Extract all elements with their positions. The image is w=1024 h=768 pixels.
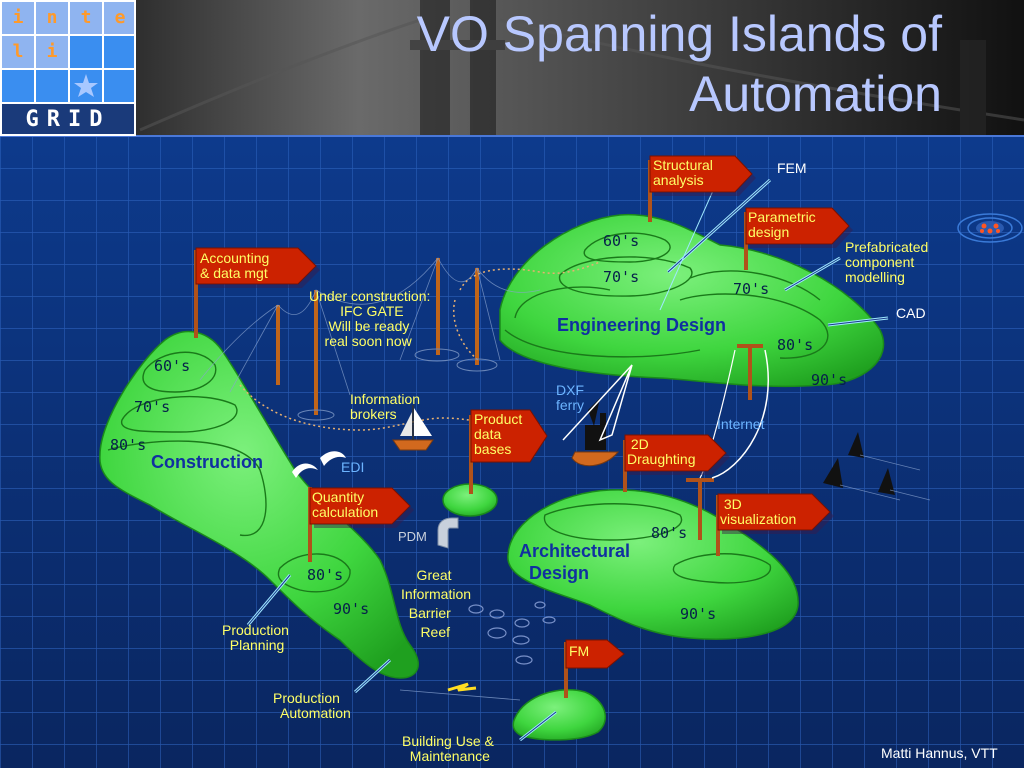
era-label: 70's bbox=[733, 280, 770, 298]
logo-letter: e bbox=[114, 7, 126, 28]
logo-letter: t bbox=[80, 7, 92, 28]
era-label: 80's bbox=[110, 436, 147, 454]
flag-accounting: Accounting & data mgt bbox=[200, 250, 270, 281]
era-label: 80's bbox=[307, 566, 344, 584]
bridge-silhouette bbox=[139, 0, 1024, 136]
era-label: 80's bbox=[651, 524, 688, 542]
engineering-island bbox=[499, 213, 885, 388]
flag-structural-analysis: Structural analysis bbox=[653, 157, 713, 188]
bridge-cables bbox=[199, 257, 541, 396]
dotted-route bbox=[239, 384, 501, 431]
label-great-information-barrier-reef: Great Information Barrier Reef bbox=[401, 567, 472, 640]
page-title: VO Spanning Islands of Automation bbox=[416, 6, 942, 122]
flag-fm: FM bbox=[569, 643, 590, 659]
label-fem: FEM bbox=[777, 160, 807, 176]
reef-icon bbox=[468, 601, 556, 665]
era-label: 80's bbox=[777, 336, 814, 354]
era-label: 70's bbox=[134, 398, 171, 416]
label-edi: EDI bbox=[341, 459, 365, 475]
label-building-use: Building Use & Maintenance bbox=[402, 733, 494, 764]
label-production-automation: Production Automation bbox=[273, 690, 351, 721]
lightning-icon bbox=[447, 682, 477, 692]
label-dxf-ferry: DXF ferry bbox=[556, 382, 584, 413]
label-internet: Internet bbox=[717, 416, 765, 432]
era-label: 60's bbox=[154, 357, 191, 375]
flag-quantity-calculation: Quantity calculation bbox=[312, 489, 379, 520]
era-label: 90's bbox=[811, 371, 848, 389]
logo-grid-text: GRID bbox=[25, 107, 111, 132]
logo bbox=[0, 0, 136, 136]
shark-fin-icon bbox=[823, 432, 895, 495]
flag-2d-draughting: 2D Draughting bbox=[627, 436, 696, 467]
island-name-architectural: Architectural Design bbox=[519, 541, 631, 583]
label-prefabricated: Prefabricated component modelling bbox=[845, 239, 929, 285]
pdm-pipe-icon bbox=[437, 517, 459, 549]
logo-letter: l bbox=[12, 41, 24, 62]
logo-letter: i bbox=[46, 41, 58, 62]
credit-text: Matti Hannus, VTT bbox=[881, 745, 998, 761]
internet-pole bbox=[686, 344, 770, 540]
flag-product-data-bases: Product data bases bbox=[474, 411, 523, 457]
island-name-engineering: Engineering Design bbox=[557, 315, 727, 335]
island-name-construction: Construction bbox=[151, 452, 263, 472]
label-cad: CAD bbox=[896, 305, 926, 321]
label-pdm: PDM bbox=[398, 529, 427, 544]
ferry-icon bbox=[562, 364, 633, 467]
era-label: 60's bbox=[603, 232, 640, 250]
bird-icon bbox=[292, 451, 346, 478]
sailboat-icon bbox=[392, 405, 434, 451]
logo-letter: i bbox=[12, 7, 24, 28]
bridge-towers bbox=[276, 258, 479, 415]
label-production-planning: Production Planning bbox=[222, 622, 289, 653]
target-icon bbox=[957, 213, 1023, 243]
era-label: 70's bbox=[603, 268, 640, 286]
flag-banners bbox=[195, 155, 850, 669]
construction-island bbox=[99, 330, 419, 679]
flag-shadows bbox=[200, 174, 853, 534]
label-under-construction: Under construction: IFC GATE Will be rea… bbox=[309, 288, 431, 349]
flag-3d-visualization: 3D visualization bbox=[720, 496, 797, 527]
flag-parametric-design: Parametric design bbox=[748, 209, 816, 240]
logo-letter: n bbox=[46, 7, 58, 28]
label-information-brokers: Information brokers bbox=[350, 391, 421, 422]
logo-star-icon bbox=[74, 74, 98, 97]
era-label: 90's bbox=[680, 605, 717, 623]
era-label: 90's bbox=[333, 600, 370, 618]
